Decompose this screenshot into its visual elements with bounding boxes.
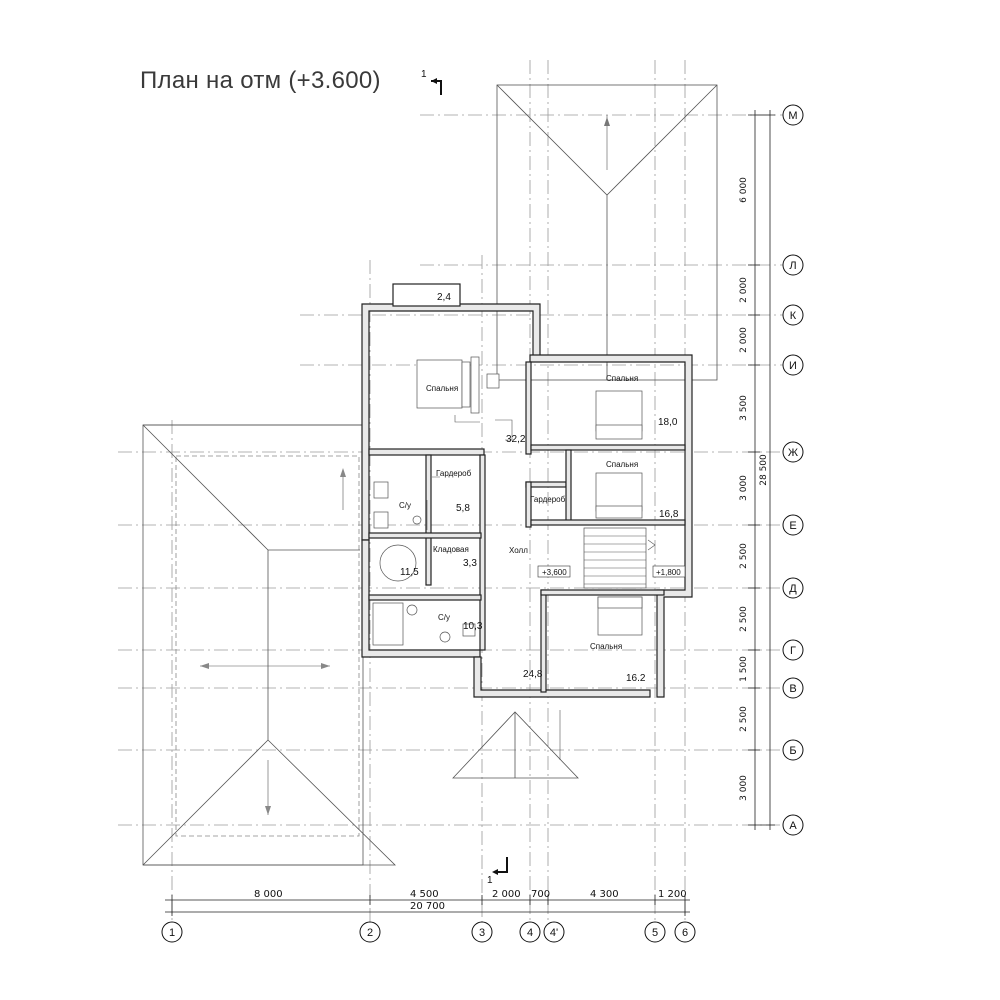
room-hall-name: Холл <box>509 546 528 555</box>
axis-1: 1 <box>169 927 175 939</box>
room-bath-2-name: С/у <box>438 613 450 622</box>
balcony-area: 2,4 <box>437 292 451 303</box>
room-storage-name: Кладовая <box>433 545 469 554</box>
room-wardrobe-e-name: Гардероб <box>530 495 566 504</box>
svg-text:1: 1 <box>487 875 493 886</box>
room-storage-area: 3,3 <box>463 558 477 569</box>
dimension-chain-right: 6 000 2 000 2 000 3 500 3 000 2 500 2 50… <box>739 110 775 830</box>
level-landing: +1,800 <box>656 568 681 577</box>
axis-4-prime: 4' <box>550 927 558 939</box>
dim-right-total: 28 500 <box>759 454 769 486</box>
dim-right-4: 3 500 <box>739 395 749 421</box>
svg-text:1: 1 <box>421 69 427 80</box>
axis-4: 4 <box>527 927 533 939</box>
axis-d: Д <box>789 583 797 595</box>
axis-b: Б <box>789 745 796 757</box>
dim-right-8: 1 500 <box>739 656 749 682</box>
dim-right-10: 3 000 <box>739 775 749 801</box>
axis-m: М <box>788 110 797 122</box>
roof-south-porch <box>452 710 579 779</box>
room-bath-2-area: 10,3 <box>463 621 483 632</box>
dim-right-1: 6 000 <box>739 177 749 203</box>
room-bedroom-se-area: 16.2 <box>626 673 646 684</box>
staircase <box>583 527 656 589</box>
dimension-chain-bottom: 8 000 4 500 2 000 700 4 300 1 200 20 700 <box>165 889 690 916</box>
axis-3: 3 <box>479 927 485 939</box>
roof-north <box>496 84 718 381</box>
room-bedroom-e-area: 16,8 <box>659 509 679 520</box>
axis-e: Е <box>789 520 796 532</box>
axis-5: 5 <box>652 927 658 939</box>
level-floor: +3,600 <box>542 568 567 577</box>
dim-bottom-total: 20 700 <box>410 901 445 912</box>
section-mark-top: 1 <box>421 69 442 95</box>
exterior-walls <box>361 303 693 698</box>
axis-l: Л <box>789 260 796 272</box>
room-labels: Спальня 32,2 Спальня 18,0 Спальня 16,8 С… <box>399 292 686 684</box>
room-bedroom-se-name: Спальня <box>590 642 622 651</box>
room-bath-1-name: С/у <box>399 501 411 510</box>
dim-bottom-4: 700 <box>531 889 550 900</box>
plan-title: План на отм (+3.600) <box>140 67 381 94</box>
axis-k: К <box>790 310 797 322</box>
room-bedroom-ne-name: Спальня <box>606 374 638 383</box>
axis-a: А <box>789 820 797 832</box>
axis-g: Г <box>790 645 796 657</box>
room-master-bedroom-name: Спальня <box>426 384 458 393</box>
axis-i: И <box>789 360 797 372</box>
room-master-bedroom-area: 32,2 <box>506 434 526 445</box>
axis-2: 2 <box>367 927 373 939</box>
furniture <box>372 356 643 646</box>
dim-right-2: 2 000 <box>739 277 749 303</box>
roof-west <box>142 424 396 866</box>
dim-bottom-5: 4 300 <box>590 889 619 900</box>
dim-bottom-2: 4 500 <box>410 889 439 900</box>
axis-6: 6 <box>682 927 688 939</box>
section-mark-bottom: 1 <box>487 857 508 886</box>
dim-bottom-1: 8 000 <box>254 889 283 900</box>
room-bedroom-e-name: Спальня <box>606 460 638 469</box>
room-bath-1b-area: 11,5 <box>400 567 419 578</box>
room-hall-area: 24,8 <box>523 669 543 680</box>
axis-bubbles-horizontal: 1 2 3 4 4' 5 6 <box>161 921 696 943</box>
balcony <box>392 283 461 307</box>
dim-bottom-3: 2 000 <box>492 889 521 900</box>
dim-bottom-6: 1 200 <box>658 889 687 900</box>
dim-right-5: 3 000 <box>739 475 749 501</box>
dim-right-7: 2 500 <box>739 606 749 632</box>
dim-right-9: 2 500 <box>739 706 749 732</box>
axis-zh: Ж <box>788 447 798 459</box>
axis-v: В <box>789 683 796 695</box>
room-wardrobe-w-area: 5,8 <box>456 503 470 514</box>
dim-right-3: 2 000 <box>739 327 749 353</box>
dim-right-6: 2 500 <box>739 543 749 569</box>
room-wardrobe-w-name: Гардероб <box>436 469 472 478</box>
room-bedroom-ne-area: 18,0 <box>658 417 678 428</box>
axis-bubbles-vertical: М Л К И Ж Е Д Г В Б А <box>782 104 804 836</box>
